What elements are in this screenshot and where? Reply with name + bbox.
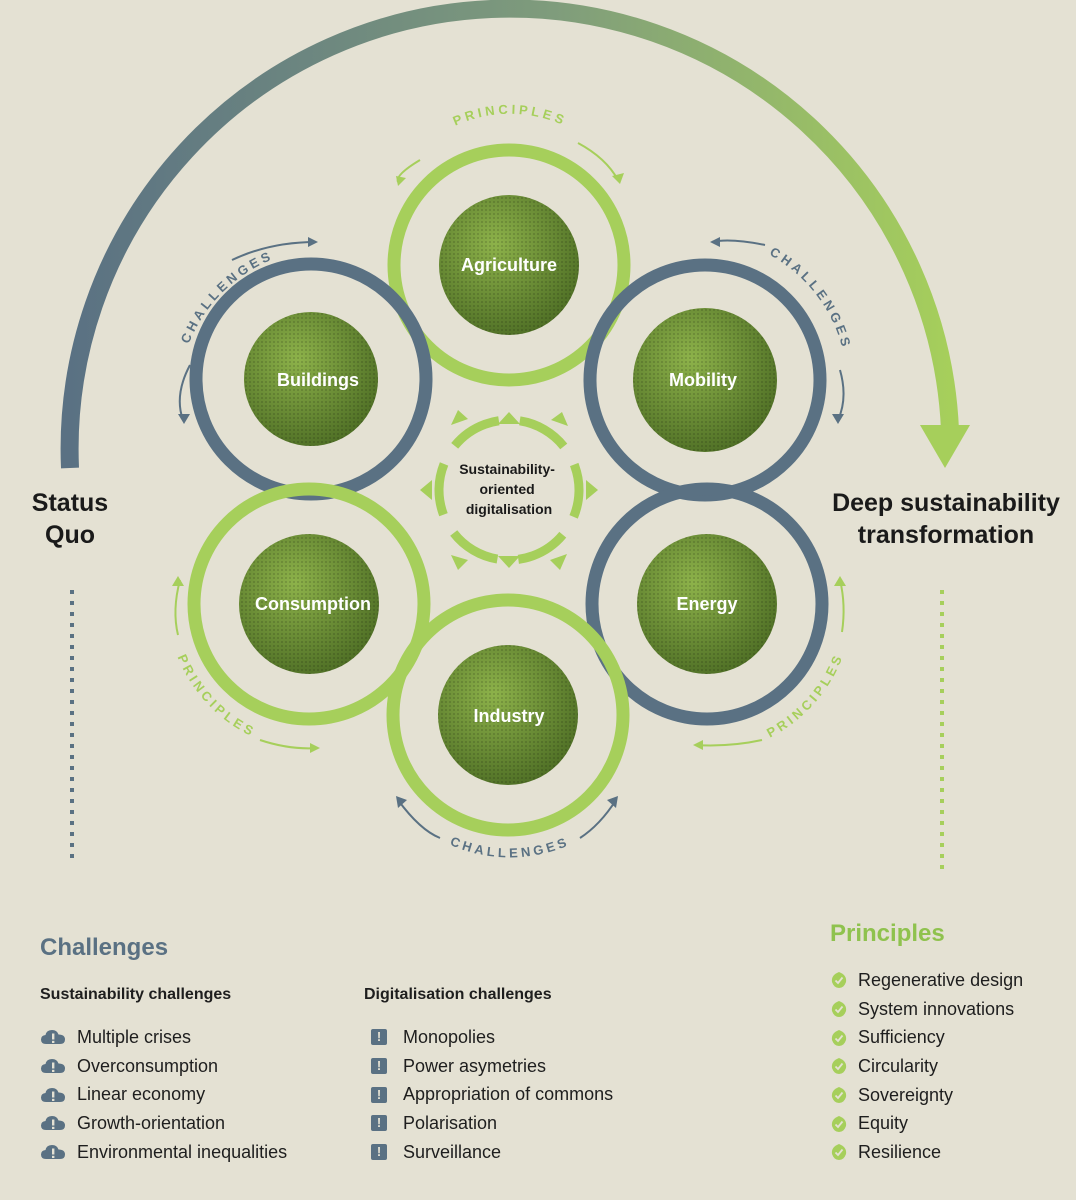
cloud-warning-icon — [40, 1056, 66, 1076]
list-item-label: Polarisation — [403, 1112, 498, 1133]
transformation-diagram: Agriculture Buildings Mobility Consumpti… — [60, 0, 970, 870]
cloud-warning-icon — [40, 1027, 66, 1047]
exclamation-square-icon: ! — [366, 1027, 392, 1047]
sector-photos — [239, 195, 777, 785]
cloud-warning-icon — [40, 1142, 66, 1162]
list-item-label: Linear economy — [77, 1084, 206, 1105]
ring-consumption — [187, 482, 431, 726]
deep-transformation-line-2: transformation — [857, 521, 1035, 549]
exclamation-square-icon: ! — [366, 1142, 392, 1162]
deep-transformation-line-1: Deep sustainability — [832, 489, 1060, 517]
list-item: System innovations — [830, 995, 1023, 1024]
transformation-arc — [60, 0, 959, 469]
leaf-check-icon — [830, 1056, 848, 1076]
leaf-check-icon — [830, 1085, 848, 1105]
list-item: Resilience — [830, 1138, 1023, 1167]
digitalisation-challenges-list: ! Monopolies! Power asymetries! Appropriati… — [366, 1023, 613, 1166]
label-principles-top: PRINCIPLES — [451, 102, 566, 129]
list-item: ! Appropriation of commons — [366, 1080, 613, 1109]
list-item-label: Resilience — [858, 1141, 942, 1162]
list-item: Linear economy — [40, 1080, 287, 1109]
transformation-arrowhead — [920, 425, 970, 468]
label-challenges-bottom: CHALLENGES — [448, 834, 568, 861]
sector-label-buildings: Buildings — [277, 370, 359, 390]
center-arrows — [420, 410, 598, 570]
list-item-label: Power asymetries — [403, 1055, 547, 1076]
list-item-label: Sovereignty — [858, 1084, 954, 1105]
list-item: Environmental inequalities — [40, 1138, 287, 1167]
list-item-label: Sufficiency — [858, 1027, 945, 1048]
list-item: Equity — [830, 1109, 1023, 1138]
list-item-label: Circularity — [858, 1055, 939, 1076]
cycle-arrowheads — [172, 173, 846, 808]
list-item-label: Overconsumption — [77, 1055, 219, 1076]
ring-industry — [386, 593, 630, 837]
leaf-check-icon — [830, 999, 848, 1019]
exclamation-square-icon: ! — [366, 1085, 392, 1105]
center-label: Sustainability- oriented digitalisation — [459, 461, 559, 517]
exclamation-square-icon: ! — [366, 1113, 392, 1133]
svg-text:PRINCIPLES: PRINCIPLES — [451, 102, 570, 129]
digitalisation-challenges-heading: Digitalisation challenges — [364, 986, 552, 1003]
cloud-warning-icon — [40, 1113, 66, 1133]
center-cycle — [434, 415, 584, 565]
list-item-label: Equity — [858, 1113, 909, 1134]
list-item: ! Monopolies — [366, 1023, 613, 1052]
list-item-label: System innovations — [858, 998, 1015, 1019]
deep-transformation-label: Deep sustainability transformation — [826, 487, 1066, 551]
list-item: ! Surveillance — [366, 1138, 613, 1167]
leaf-check-icon — [830, 970, 848, 990]
list-item-label: Monopolies — [403, 1026, 496, 1047]
sustainability-challenges-heading: Sustainability challenges — [40, 986, 232, 1003]
sector-label-consumption: Consumption — [255, 594, 371, 614]
list-item-label: Regenerative design — [858, 969, 1024, 990]
list-item: ! Power asymetries — [366, 1052, 613, 1081]
list-item-label: Multiple crises — [77, 1026, 192, 1047]
sector-label-energy: Energy — [676, 594, 737, 614]
principles-title: Principles — [830, 920, 945, 947]
list-item: Regenerative design — [830, 966, 1023, 995]
leaf-check-icon — [830, 1142, 848, 1162]
list-item: Sovereignty — [830, 1081, 1023, 1110]
list-item-label: Appropriation of commons — [403, 1084, 614, 1105]
sector-label-agriculture: Agriculture — [461, 255, 557, 275]
list-item: Multiple crises — [40, 1023, 287, 1052]
list-item: Sufficiency — [830, 1023, 1023, 1052]
sector-label-mobility: Mobility — [669, 370, 737, 390]
ring-energy — [585, 482, 829, 726]
list-item: Overconsumption — [40, 1052, 287, 1081]
list-item: Growth-orientation — [40, 1109, 287, 1138]
list-item: Circularity — [830, 1052, 1023, 1081]
cloud-warning-icon — [40, 1085, 66, 1105]
list-item-label: Surveillance — [403, 1141, 502, 1162]
status-quo-label: Status Quo — [10, 487, 130, 551]
list-item-label: Environmental inequalities — [77, 1141, 288, 1162]
sector-label-industry: Industry — [473, 706, 544, 726]
leaf-check-icon — [830, 1114, 848, 1134]
list-item: ! Polarisation — [366, 1109, 613, 1138]
status-quo-line-1: Status — [31, 489, 109, 517]
ring-agriculture — [387, 143, 631, 387]
challenges-title: Challenges — [40, 934, 169, 961]
leaf-check-icon — [830, 1028, 848, 1048]
exclamation-square-icon: ! — [366, 1056, 392, 1076]
svg-text:CHALLENGES: CHALLENGES — [448, 834, 571, 861]
status-quo-line-2: Quo — [45, 521, 95, 549]
list-item-label: Growth-orientation — [77, 1112, 226, 1133]
